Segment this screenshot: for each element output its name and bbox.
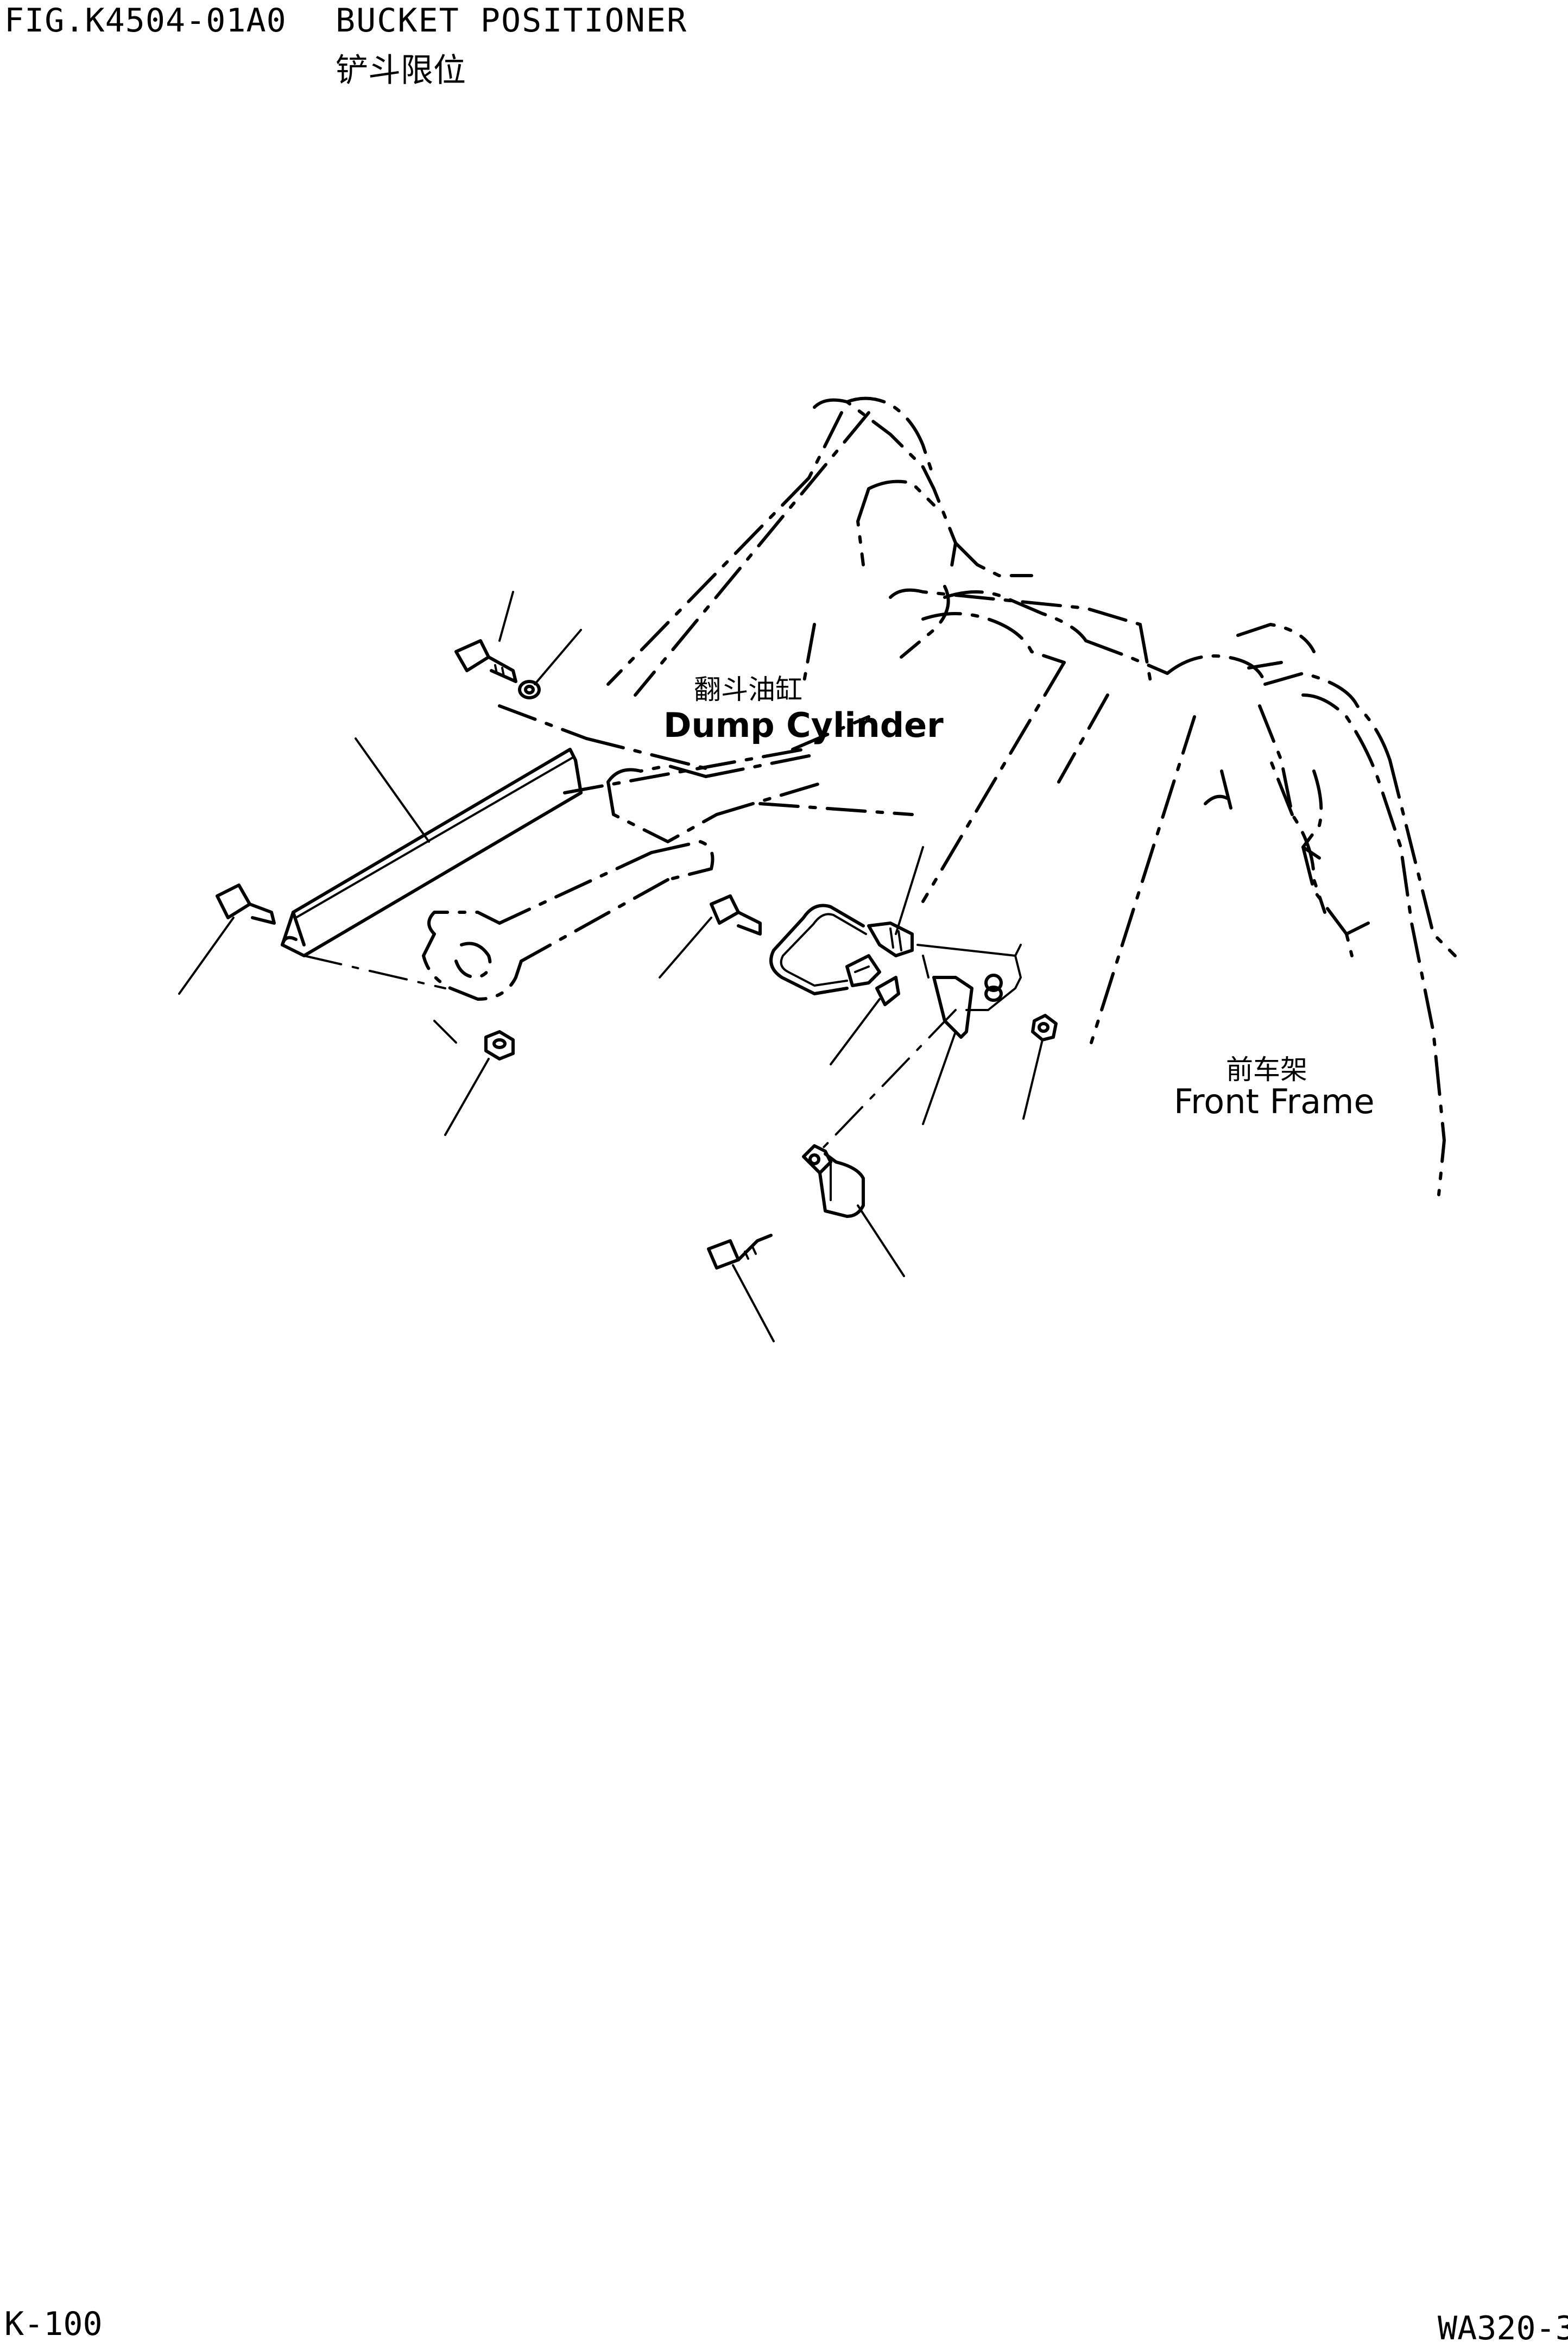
- page-number: K-100: [4, 2305, 103, 2343]
- dump-cylinder-outline: [422, 704, 914, 1001]
- dump-cylinder-label-chinese: 翻斗油缸: [694, 674, 802, 705]
- dump-cylinder-label-english: Dump Cylinder: [663, 705, 944, 745]
- model-number: WA320-3: [1438, 2309, 1568, 2347]
- figure-title-chinese: 铲斗限位: [336, 52, 466, 90]
- figure-title-english: BUCKET POSITIONER: [336, 2, 688, 40]
- fasteners: [216, 639, 1058, 1270]
- figure-code: FIG.K4504-01A0: [4, 2, 287, 40]
- front-frame-label-english: Front Frame: [1174, 1082, 1375, 1121]
- front-frame-outline: [606, 396, 1457, 1196]
- proximity-sensor-assembly: [769, 904, 1022, 1218]
- leader-lines: [178, 591, 1044, 1342]
- bucket-positioner-rod: [281, 748, 583, 1044]
- front-frame-label-chinese: 前车架: [1226, 1054, 1307, 1085]
